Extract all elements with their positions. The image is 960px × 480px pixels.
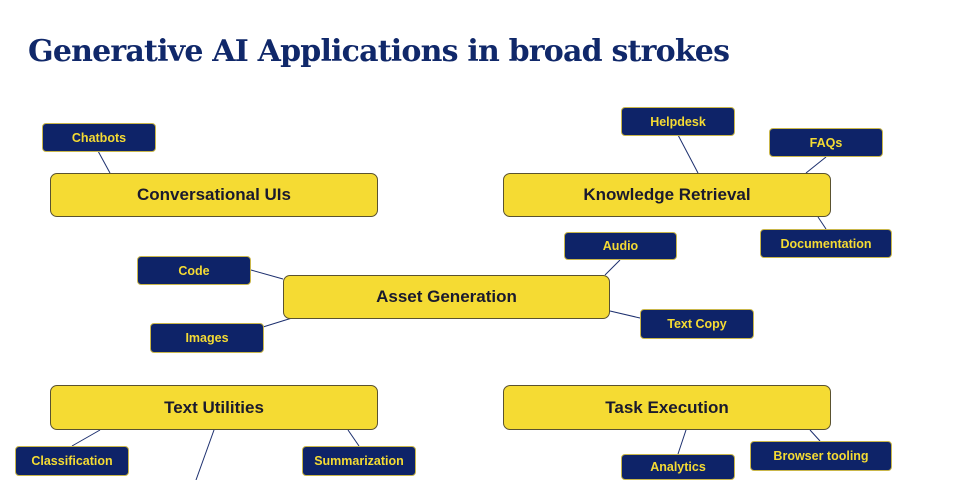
connector-text-copy <box>609 310 641 319</box>
leaf-analytics: Analytics <box>621 454 735 480</box>
leaf-chatbots: Chatbots <box>42 123 156 152</box>
connector-documentation <box>817 216 827 230</box>
leaf-documentation: Documentation <box>760 229 892 258</box>
connector-audio <box>604 259 621 276</box>
node-knowledge-retrieval: Knowledge Retrieval <box>503 173 831 217</box>
leaf-code: Code <box>137 256 251 285</box>
leaf-helpdesk: Helpdesk <box>621 107 735 136</box>
connector-helpdesk <box>677 134 699 174</box>
connector-images <box>262 317 293 328</box>
leaf-text-copy: Text Copy <box>640 309 754 339</box>
diagram-title: Generative AI Applications in broad stro… <box>28 34 730 69</box>
connector-chatbots <box>97 150 111 174</box>
node-asset-generation: Asset Generation <box>283 275 610 319</box>
connector-browser-tooling <box>809 429 821 442</box>
leaf-classification: Classification <box>15 446 129 476</box>
leaf-images: Images <box>150 323 264 353</box>
leaf-audio: Audio <box>564 232 677 260</box>
node-task-execution: Task Execution <box>503 385 831 430</box>
connector-text-utilities-offscreen <box>195 429 215 480</box>
leaf-faqs: FAQs <box>769 128 883 157</box>
connector-code <box>250 269 284 280</box>
leaf-browser-tooling: Browser tooling <box>750 441 892 471</box>
connector-classification <box>71 429 101 447</box>
node-conversational-uis: Conversational UIs <box>50 173 378 217</box>
connector-summarization <box>347 429 360 447</box>
node-text-utilities: Text Utilities <box>50 385 378 430</box>
connector-analytics <box>677 429 687 455</box>
connector-faqs <box>805 156 827 174</box>
leaf-summarization: Summarization <box>302 446 416 476</box>
